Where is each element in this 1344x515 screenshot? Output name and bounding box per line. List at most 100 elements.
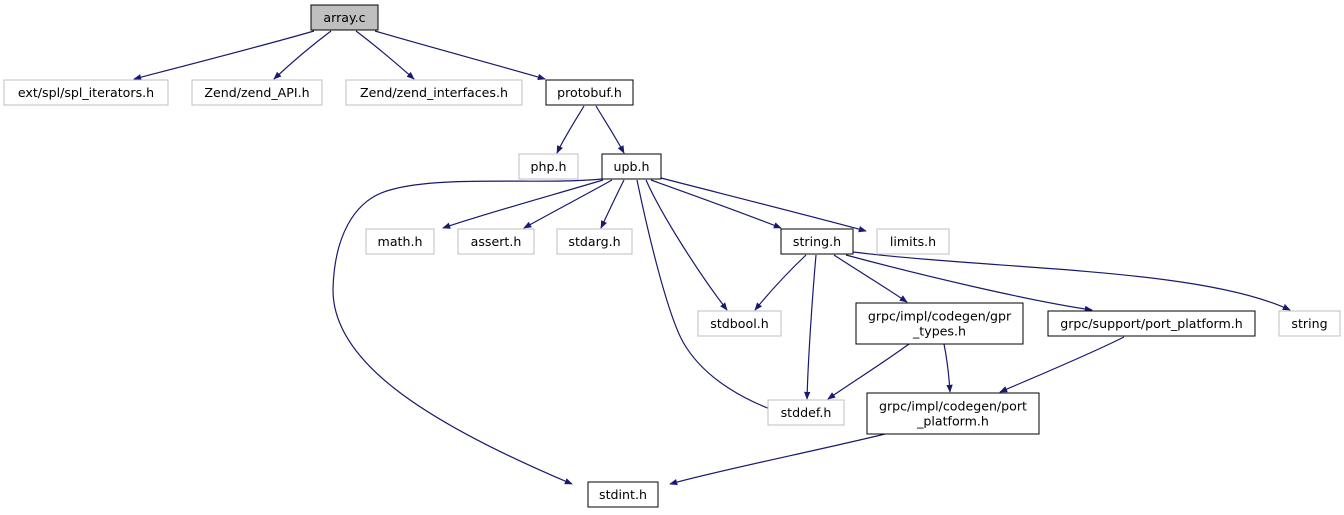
node-math-h: math.h [365,228,435,255]
edge-arrow [600,179,625,229]
node-string: string [1278,310,1341,337]
nodes: array.c ext/spl/spl_iterators.h Zend/zend_… [3,4,1341,508]
edge-arrow [852,251,1291,311]
node-protobuf-h[interactable]: protobuf.h [545,79,634,106]
edge-arrow [650,179,782,229]
edge-upb_h-to-stdint_h [332,178,603,485]
node-spl-iterators: ext/spl/spl_iterators.h [3,79,169,106]
node-stddef-h: stddef.h [767,399,845,426]
node-label: _platform.h [916,414,989,429]
node-label: assert.h [471,234,522,249]
node-box [855,302,1024,345]
edge-string_h-to-stddef_h [803,254,817,400]
edge-string_h-to-gpr_types [833,254,908,303]
node-label: grpc/impl/codegen/gpr [868,309,1012,324]
edge-arrow [595,105,625,154]
edge-array_c-to-zend_api [273,30,332,80]
edge-arrow [133,30,315,81]
edge-gpr_types-to-codegen_port_platform [943,343,953,393]
node-gpr-types[interactable]: grpc/impl/codegen/gpr_types.h [855,302,1024,345]
edge-arrow [636,179,779,413]
edge-string_h-to-stdbool_h [754,254,807,311]
node-label: Zend/zend_API.h [204,85,309,100]
node-label: string.h [793,234,841,249]
edge-string_h-to-string [852,251,1291,311]
node-label: stddef.h [781,405,832,420]
node-label: array.c [323,10,365,25]
edge-upb_h-to-limits_h [660,177,867,233]
node-limits-h: limits.h [876,228,950,255]
edge-arrow [943,343,953,393]
node-zend-interfaces: Zend/zend_interfaces.h [345,79,523,106]
edge-arrow [660,177,867,233]
node-box [587,481,659,508]
node-label: php.h [531,159,567,174]
edge-arrow [645,179,728,311]
node-codegen-port-platform[interactable]: grpc/impl/codegen/port_platform.h [866,392,1040,435]
node-support-port-platform[interactable]: grpc/support/port_platform.h [1047,310,1256,337]
node-zend-api: Zend/zend_API.h [191,79,323,106]
edge-support_port_platform-to-codegen_port_platform [999,336,1125,393]
node-box [780,228,854,255]
node-box [767,399,845,426]
edge-upb_h-to-stdbool_h [645,179,728,311]
edge-array_c-to-spl_iterators [133,30,315,81]
node-box [876,228,950,255]
node-stdbool-h: stdbool.h [697,310,782,337]
node-stdarg-h: stdarg.h [556,228,633,255]
node-label: string [1291,316,1327,331]
edge-array_c-to-zend_interfaces [355,30,415,80]
edge-arrow [355,30,415,80]
edge-arrow [669,433,886,486]
edge-arrow [803,254,817,400]
node-label: Zend/zend_interfaces.h [360,85,508,100]
node-box [3,79,169,106]
node-box [556,228,633,255]
node-label: stdarg.h [568,234,620,249]
node-box [601,153,662,180]
edge-protobuf_h-to-php_h [556,105,585,154]
edge-upb_h-to-stdarg_h [600,179,625,229]
edge-protobuf_h-to-upb_h [595,105,625,154]
node-label: _types.h [912,324,966,339]
node-string-h[interactable]: string.h [780,228,854,255]
node-box [866,392,1040,435]
node-box [457,228,535,255]
edge-arrow [754,254,807,311]
node-box [365,228,435,255]
node-upb-h[interactable]: upb.h [601,153,662,180]
edge-upb_h-to-stddef_h [636,179,779,413]
edge-upb_h-to-math_h [442,179,604,229]
edge-arrow [374,30,546,81]
node-php-h: php.h [518,153,579,180]
node-box [545,79,634,106]
node-assert-h: assert.h [457,228,535,255]
node-label: stdbool.h [710,316,768,331]
node-box [191,79,323,106]
node-stdint-h[interactable]: stdint.h [587,481,659,508]
edge-arrow [273,30,332,80]
edge-gpr_types-to-stddef_h [827,343,910,400]
edge-arrow [845,254,1093,313]
node-label: upb.h [614,159,650,174]
edge-codegen_port_platform-to-stdint_h [669,433,886,486]
edge-arrow [833,254,908,303]
edge-upb_h-to-string_h [650,179,782,229]
node-label: limits.h [890,234,936,249]
node-label: grpc/support/port_platform.h [1060,316,1243,331]
node-box [1047,310,1256,337]
node-label: protobuf.h [557,85,622,100]
edge-arrow [827,343,910,400]
node-label: stdint.h [599,487,647,502]
edge-arrow [332,178,603,485]
node-label: grpc/impl/codegen/port [879,399,1027,414]
node-array-c: array.c [310,4,379,31]
node-box [345,79,523,106]
edge-string_h-to-support_port_platform [845,254,1093,313]
edge-arrow [442,179,604,229]
node-box [310,4,379,31]
node-label: ext/spl/spl_iterators.h [18,85,154,100]
node-label: math.h [378,234,423,249]
node-box [518,153,579,180]
